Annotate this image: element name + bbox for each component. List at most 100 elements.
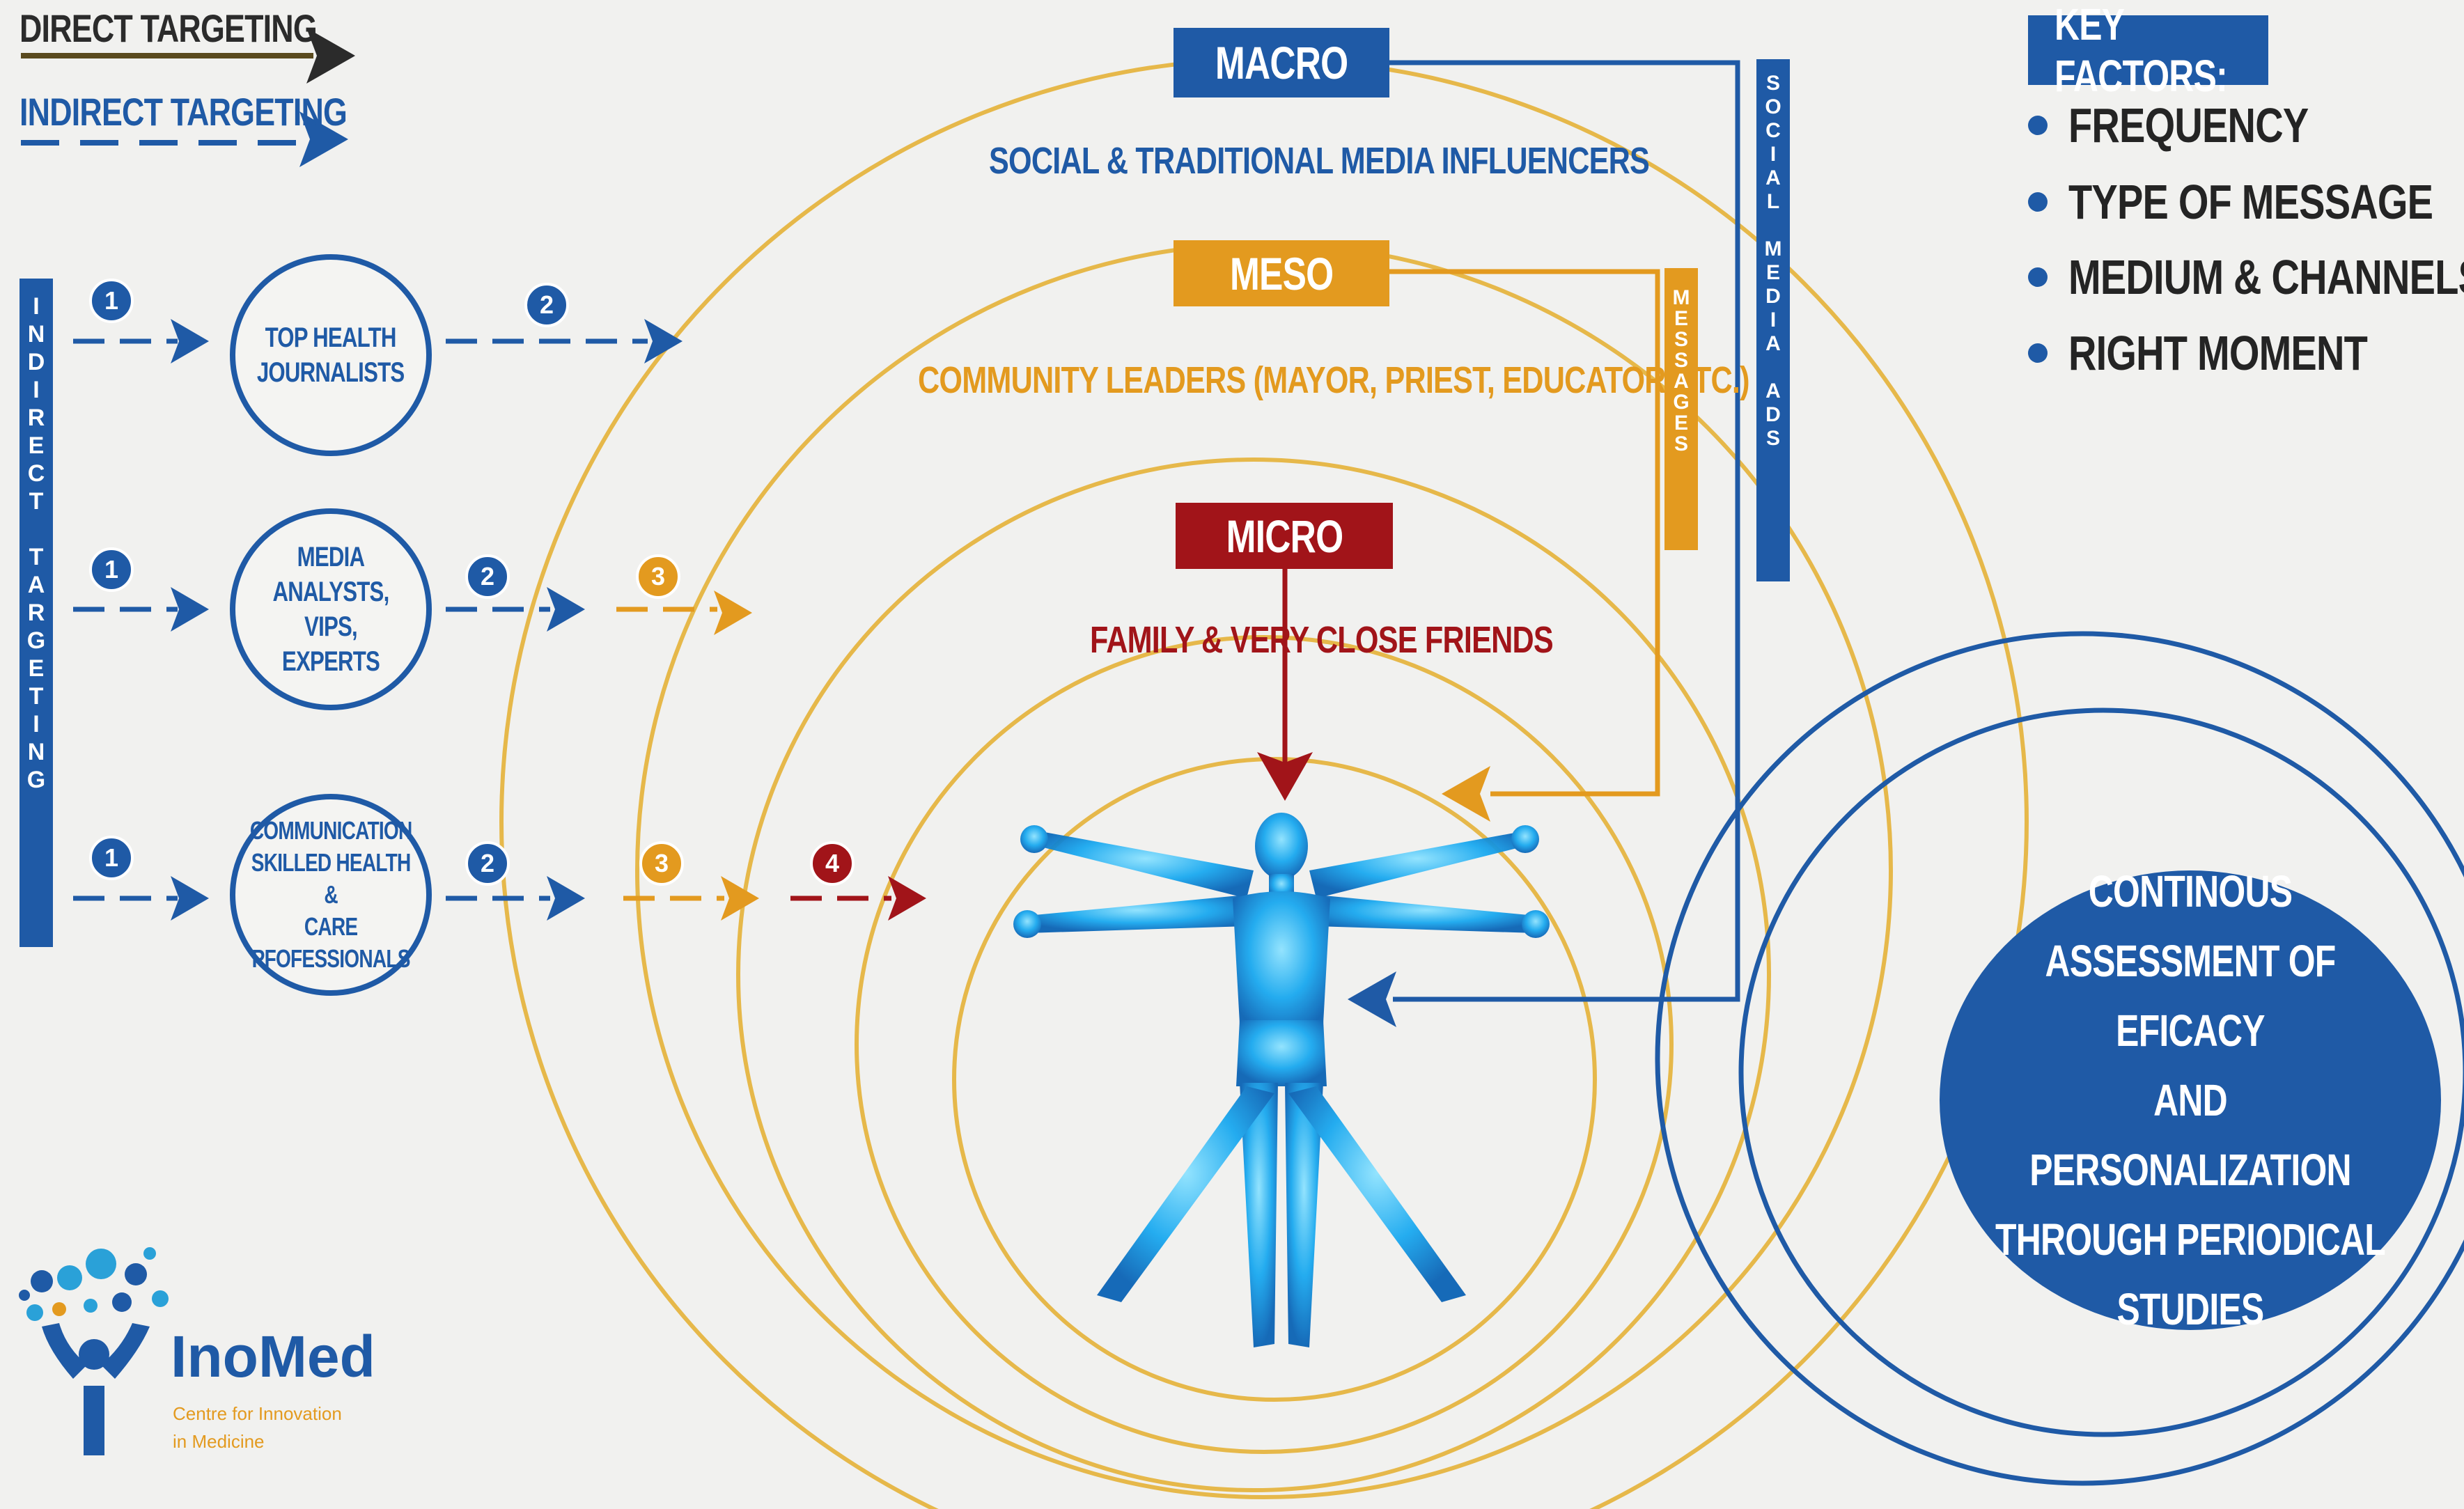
macro-description: SOCIAL & TRADITIONAL MEDIA INFLUENCERS <box>989 140 1650 182</box>
key-factor-item: TYPE OF MESSAGE <box>2028 174 2464 230</box>
key-factor-text: TYPE OF MESSAGE <box>2068 175 2433 229</box>
vertical-letter: S <box>1674 328 1688 351</box>
vertical-letter: D <box>1765 403 1781 426</box>
step-badge-1: 1 <box>89 547 134 592</box>
vertical-letter: S <box>1674 349 1688 372</box>
micro-label-box: MICRO <box>1176 503 1393 569</box>
key-factor-item: MEDIUM & CHANNELS <box>2028 249 2464 305</box>
key-factor-text: RIGHT MOMENT <box>2068 326 2368 380</box>
micro-ring <box>855 635 1674 1454</box>
vertical-letter: G <box>26 627 46 654</box>
meso-ring <box>736 458 1771 1492</box>
vertical-letter: T <box>29 683 44 710</box>
step-badge-2: 2 <box>465 554 510 599</box>
actor-label: COMMUNICATION SKILLED HEALTH & CARE PFOF… <box>249 816 412 973</box>
vertical-letter: L <box>1766 190 1780 213</box>
vertical-letter: S <box>1765 427 1780 450</box>
vertical-letter: G <box>26 767 46 793</box>
vertical-letter: T <box>29 544 44 570</box>
meso-arrowhead <box>1442 766 1490 822</box>
vertical-letter: A <box>1674 370 1689 393</box>
assessment-disc: CONTINOUS ASSESSMENT OF EFICACY AND PERS… <box>1940 866 2441 1334</box>
row3-arrows <box>73 876 926 921</box>
vertical-letter: M <box>1764 237 1782 260</box>
vertical-letter: N <box>27 739 45 765</box>
legend-indirect-arrowhead <box>299 111 348 167</box>
vertical-letter: S <box>1765 72 1780 95</box>
logo-tagline-2: in Medicine <box>173 1431 265 1452</box>
vertical-letter: I <box>33 293 40 320</box>
vertical-letter: N <box>27 321 45 347</box>
key-factor-text: MEDIUM & CHANNELS <box>2068 250 2464 304</box>
vertical-letter: D <box>27 349 45 375</box>
bullet-dot-icon <box>2028 343 2048 363</box>
key-factor-item: FREQUENCY <box>2028 97 2368 153</box>
bullet-dot-icon <box>2028 116 2048 135</box>
vertical-letter: R <box>27 600 45 626</box>
vertical-letter: G <box>1673 391 1690 414</box>
step-badge-2: 2 <box>465 841 510 886</box>
logo-tagline-1: Centre for Innovation <box>173 1403 342 1424</box>
vertical-letter: I <box>33 711 40 737</box>
step-badge-1: 1 <box>89 836 134 880</box>
meso-label-box: MESO <box>1173 240 1389 306</box>
vertical-letter: C <box>1765 119 1781 142</box>
assessment-text: CONTINOUS ASSESSMENT OF EFICACY AND PERS… <box>1995 866 2386 1334</box>
row2-arrows <box>73 587 752 635</box>
vertical-letter: O <box>1765 95 1781 118</box>
vertical-letter <box>33 515 39 543</box>
vertical-letter: A <box>1765 380 1781 402</box>
key-factors-title: KEY FACTORS: <box>2054 0 2228 101</box>
vertical-letter: I <box>33 377 40 403</box>
vertical-letter: E <box>28 655 45 682</box>
vertical-letter: A <box>1765 166 1781 189</box>
bullet-dot-icon <box>2028 192 2048 212</box>
step-badge-1: 1 <box>89 279 134 323</box>
key-factors-title-box: KEY FACTORS: <box>2028 0 2268 101</box>
macro-arrowhead <box>1348 971 1396 1027</box>
key-factor-item: RIGHT MOMENT <box>2028 325 2442 381</box>
macro-connector <box>1389 60 1740 1002</box>
logo-name: InoMed <box>171 1324 375 1389</box>
assessment-rings <box>1655 631 2464 1486</box>
legend-indirect-label: INDIRECT TARGETING <box>20 90 348 134</box>
meso-label: MESO <box>1229 247 1334 299</box>
vertical-letter: D <box>1765 285 1781 308</box>
actor-label: MEDIA ANALYSTS, VIPS, EXPERTS <box>272 542 390 677</box>
step-badge-3: 3 <box>639 841 684 886</box>
vertical-letter: E <box>1674 307 1688 330</box>
legend-direct-label: DIRECT TARGETING <box>20 6 318 50</box>
actor-label: TOP HEALTH JOURNALISTS <box>257 322 405 388</box>
human-figure <box>1013 813 1550 1347</box>
vertical-letter: A <box>1765 332 1781 355</box>
micro-label: MICRO <box>1226 510 1343 562</box>
step-badge-3: 3 <box>636 554 680 599</box>
vertical-letter: I <box>1770 308 1777 331</box>
vertical-letter: A <box>27 572 45 598</box>
micro-description: FAMILY & VERY CLOSE FRIENDS <box>1090 619 1554 661</box>
legend-direct-arrowhead <box>306 28 355 84</box>
macro-label: MACRO <box>1215 37 1348 88</box>
vertical-letter: E <box>28 432 45 459</box>
vertical-letter: C <box>27 460 45 487</box>
step-badge-4: 4 <box>810 841 855 886</box>
vertical-letter <box>1770 214 1776 237</box>
bullet-dot-icon <box>2028 267 2048 287</box>
meso-description: COMMUNITY LEADERS (MAYOR, PRIEST, EDUCAT… <box>918 359 1749 401</box>
vertical-letter <box>1770 356 1776 380</box>
vertical-letter: R <box>27 405 45 431</box>
assessment-ring-inner <box>1738 707 2464 1437</box>
step-badge-2: 2 <box>524 283 569 327</box>
vertical-letter: S <box>1674 432 1688 455</box>
micro-arrowhead <box>1257 752 1313 801</box>
row1-arrows <box>73 319 683 363</box>
actor-circle-professionals: COMMUNICATION SKILLED HEALTH & CARE PFOF… <box>230 794 432 996</box>
vertical-letter: E <box>1765 261 1780 284</box>
meso-connector <box>1389 269 1660 797</box>
assessment-ring-outer <box>1655 631 2464 1486</box>
